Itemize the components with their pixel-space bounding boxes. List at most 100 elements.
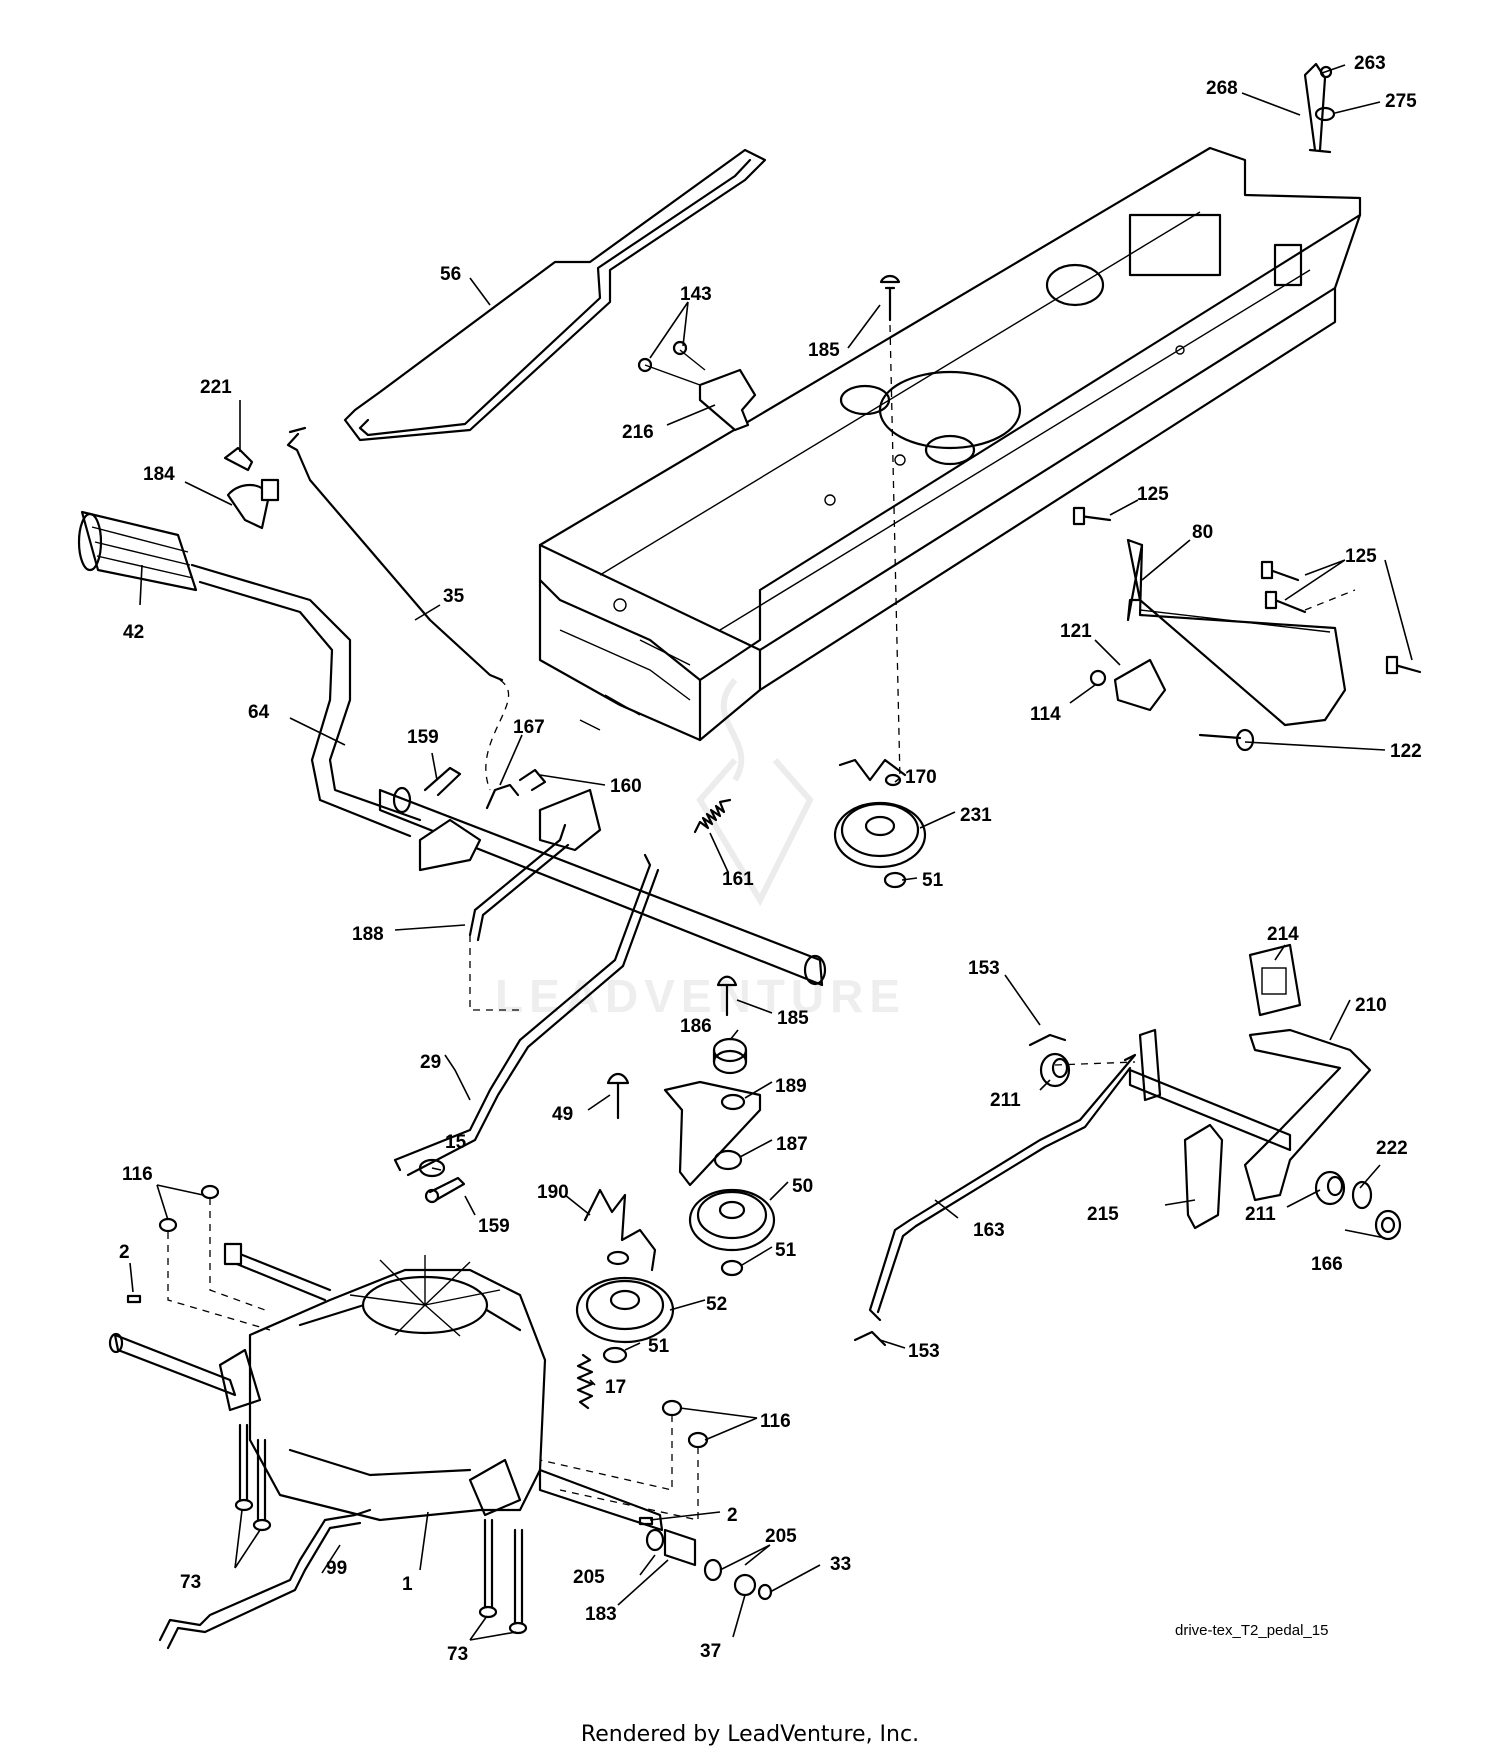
idler-bracket-189 [663,1080,762,1187]
grip-42 [77,510,198,592]
label-1: 1 [402,1574,413,1595]
rod-163 [868,1053,1137,1322]
washer-15 [418,1158,446,1178]
label-64: 64 [248,702,270,723]
label-33: 33 [830,1554,851,1575]
label-116-bottom: 116 [760,1411,791,1432]
label-210: 210 [1355,995,1387,1016]
label-125-right: 125 [1345,546,1377,567]
label-35: 35 [443,586,465,607]
spacer-186 [712,1037,748,1075]
leader-lines [129,64,1413,1641]
label-231: 231 [960,805,992,826]
idler-arm-170 [838,758,907,787]
pulley-50 [688,1188,776,1252]
frame-assembly [538,146,1362,742]
label-183: 183 [585,1604,617,1625]
label-189: 189 [775,1076,807,1097]
link-29 [393,853,660,1177]
label-221: 221 [200,377,232,398]
diagram-code: drive-tex_T2_pedal_15 [1175,1622,1328,1639]
drive-belt [343,148,767,442]
clip-159-lower [424,1176,466,1204]
label-73-left: 73 [180,1572,201,1593]
cross-shaft [378,786,827,987]
label-166: 166 [1311,1254,1343,1275]
label-222: 222 [1376,1138,1408,1159]
bracket-121 [1113,658,1167,712]
linkage-188 [468,823,570,942]
label-153-bottom: 153 [908,1341,940,1362]
bolts-73-left [234,1423,272,1532]
pulley-231 [833,801,927,869]
clip-153-top [1028,1033,1067,1047]
washer-222 [1351,1180,1373,1210]
label-15: 15 [445,1132,467,1153]
watermark-logo: LEADVENTURE [495,678,906,1022]
label-42: 42 [123,622,144,643]
label-167: 167 [513,717,545,738]
bracket-80 [1126,538,1347,727]
label-122: 122 [1390,741,1422,762]
label-163: 163 [973,1220,1005,1241]
label-143: 143 [680,284,712,305]
hairpin-clip-159 [423,766,462,797]
label-184: 184 [143,464,175,485]
pedal-shaft [1128,1028,1292,1152]
label-51-middle: 51 [775,1240,797,1261]
nut-51-b [720,1259,744,1277]
watermark-text: LEADVENTURE [495,970,906,1022]
label-205-right: 205 [765,1526,797,1547]
shift-lever-64 [190,563,422,838]
bolts-125-right [1260,560,1422,675]
label-190: 190 [537,1182,569,1203]
control-rod-35 [286,426,510,791]
label-215: 215 [1087,1204,1119,1225]
footer-credit: Rendered by LeadVenture, Inc. [580,1722,920,1747]
pedal-arm-210 [1243,1028,1372,1202]
lever-cover-184 [226,478,280,530]
label-211-right: 211 [1245,1204,1276,1225]
pedal-cover-215 [1183,1123,1224,1230]
key-2-right [638,1516,654,1526]
label-214: 214 [1267,924,1299,945]
label-186: 186 [680,1016,712,1037]
bypass-rod-99 [158,1508,372,1650]
spacer-187 [713,1149,743,1171]
label-185-lower: 185 [777,1008,809,1029]
label-2-left: 2 [119,1242,130,1263]
label-160: 160 [610,776,642,797]
hanger-rod [1303,62,1336,154]
label-121: 121 [1060,621,1092,642]
label-29: 29 [420,1052,441,1073]
label-80: 80 [1192,522,1213,543]
label-188: 188 [352,924,384,945]
pedal-pad-214 [1248,943,1302,1017]
label-17: 17 [605,1377,626,1398]
bushing-211-a [1039,1052,1071,1088]
bolt-185-lower [716,975,738,1017]
label-51-lower: 51 [648,1336,670,1357]
label-159-lower: 159 [478,1216,510,1237]
hub-183 [645,1528,697,1567]
label-50: 50 [792,1176,813,1197]
label-114: 114 [1030,704,1061,725]
label-263: 263 [1354,53,1386,74]
label-116-top: 116 [122,1164,153,1185]
spring-161 [693,798,732,834]
bolt-125-top [1072,506,1112,526]
spring-190 [583,1188,657,1272]
key-2-left [126,1294,142,1304]
bolt-185-top [879,274,901,781]
label-73-bottom: 73 [447,1644,468,1665]
clip-160 [518,768,547,792]
label-125-top: 125 [1137,484,1169,505]
label-205-left: 205 [573,1567,605,1588]
label-275: 275 [1385,91,1417,112]
label-170: 170 [905,767,937,788]
nut-51-c [602,1346,628,1364]
label-37: 37 [700,1641,721,1662]
label-153-top: 153 [968,958,1000,979]
